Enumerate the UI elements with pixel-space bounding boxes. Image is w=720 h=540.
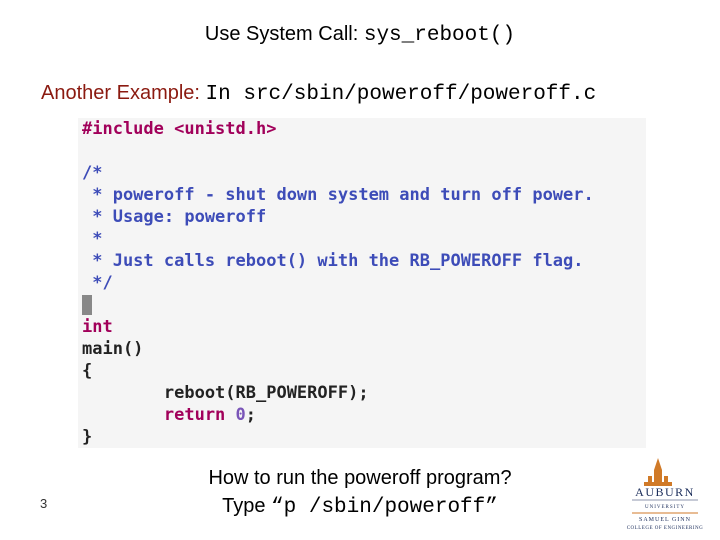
code-line xyxy=(82,140,646,162)
command-text: Type “p /sbin/poweroff” xyxy=(0,491,720,523)
code-line: main() xyxy=(82,339,144,359)
slide-subtitle: Another Example: In src/sbin/poweroff/po… xyxy=(41,78,596,110)
title-prefix: Use System Call: xyxy=(204,23,359,45)
logo-name: AUBURN xyxy=(635,485,695,499)
title-code: sys_reboot() xyxy=(363,24,516,47)
code-listing: #include <unistd.h> /* * poweroff - shut… xyxy=(78,118,646,448)
code-line: { xyxy=(82,361,93,381)
auburn-logo: AUBURN UNIVERSITY SAMUEL GINN COLLEGE OF… xyxy=(612,456,718,532)
slide-title: Use System Call: sys_reboot() xyxy=(0,18,720,52)
subtitle-code: In src/sbin/poweroff/poweroff.c xyxy=(205,83,597,106)
return-value: 0 xyxy=(235,405,246,425)
code-line: #include <unistd.h> xyxy=(82,119,277,139)
logo-sub1: UNIVERSITY xyxy=(645,505,685,510)
code-line: * poweroff - shut down system and turn o… xyxy=(82,185,594,205)
text-cursor xyxy=(82,295,92,315)
subtitle-label: Another Example: xyxy=(41,82,200,104)
code-line: /* xyxy=(82,163,103,183)
command-code: “p /sbin/poweroff” xyxy=(271,496,498,519)
code-line: int xyxy=(82,317,113,337)
auburn-logo-graphic: AUBURN UNIVERSITY SAMUEL GINN COLLEGE OF… xyxy=(627,458,704,531)
statement-terminator: ; xyxy=(245,405,257,425)
logo-sub2: SAMUEL GINN xyxy=(639,517,691,523)
tower-icon xyxy=(644,458,672,486)
command-prefix: Type xyxy=(222,495,266,517)
code-line: * Just calls reboot() with the RB_POWERO… xyxy=(82,251,584,271)
code-line: * xyxy=(82,229,103,249)
cursor-line xyxy=(82,294,646,316)
slide-number: 3 xyxy=(40,496,48,511)
code-line: */ xyxy=(82,273,113,293)
question-text: How to run the poweroff program? xyxy=(208,467,512,489)
logo-sub3: COLLEGE OF ENGINEERING xyxy=(627,526,704,531)
code-line: * Usage: poweroff xyxy=(82,207,267,227)
code-line: reboot(RB_POWEROFF); xyxy=(82,383,369,403)
code-line: } xyxy=(82,427,93,447)
code-line-return: return 0; xyxy=(82,405,257,425)
